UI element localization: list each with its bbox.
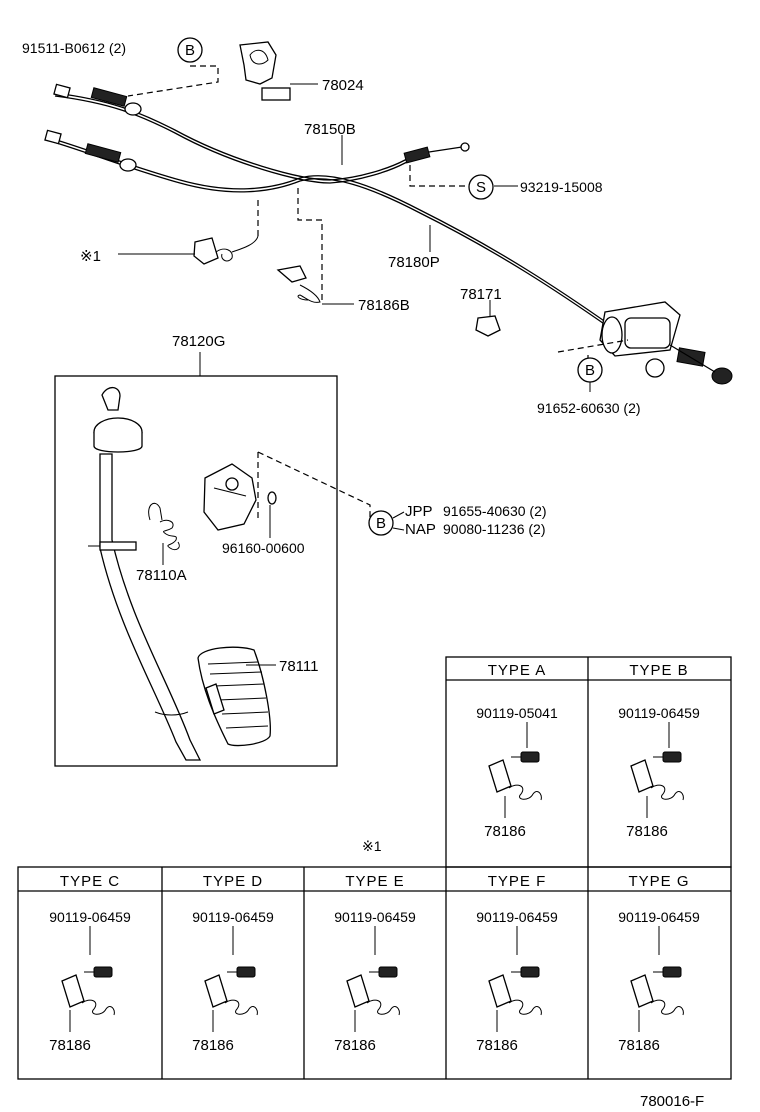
label-78150b: 78150B: [304, 121, 356, 138]
type-g-header: TYPE G: [628, 873, 689, 890]
type-g-sketch: [630, 966, 684, 1016]
label-78110a: 78110A: [136, 567, 187, 584]
type-e-sketch: [346, 966, 400, 1016]
label-90080: 90080-11236 (2): [443, 521, 545, 537]
type-a-header: TYPE A: [488, 662, 547, 679]
label-jpp: JPP: [405, 503, 433, 520]
callout-s-label: S: [476, 179, 486, 196]
cable-end-fitting: [44, 129, 62, 145]
type-a-spring-label: 78186: [484, 823, 526, 840]
cable-cylinder: [599, 301, 733, 385]
type-a-bolt-label: 90119-05041: [476, 705, 558, 721]
pedal-assembly: [88, 386, 277, 761]
label-78024: 78024: [322, 77, 364, 94]
cable-assembly: [44, 41, 733, 385]
callout-b-top-label: B: [185, 42, 195, 59]
type-table-top: TYPE A 90119-05041 78186 TYPE B 90119-06459 7…: [445, 656, 732, 868]
label-note1: ※1: [80, 248, 101, 265]
label-nap: NAP: [405, 521, 436, 538]
callout-s: [468, 174, 494, 200]
pedal-assembly-box: [54, 375, 338, 767]
callout-b-pedal-label: B: [376, 515, 386, 532]
label-78171: 78171: [460, 286, 502, 303]
type-d-header: TYPE D: [203, 873, 263, 890]
type-d-spring-label: 78186: [192, 1037, 234, 1054]
cable-end: [460, 142, 470, 152]
type-g-spring-label: 78186: [618, 1037, 660, 1054]
type-a-sketch: [488, 751, 542, 801]
callout-b-top: [177, 37, 203, 63]
type-b-header: TYPE B: [629, 662, 688, 679]
type-f-sketch: [488, 966, 542, 1016]
type-c-bolt-label: 90119-06459: [49, 909, 131, 925]
label-78120g: 78120G: [172, 333, 225, 350]
type-e-bolt-label: 90119-06459: [334, 909, 416, 925]
cable-boot: [119, 158, 137, 172]
type-e-header: TYPE E: [345, 873, 404, 890]
cable-end-fitting: [53, 83, 71, 99]
cable-adjuster: [403, 146, 431, 164]
cable-adjuster: [90, 87, 128, 107]
cable-adjuster: [84, 143, 122, 163]
callout-b-mid-label: B: [585, 362, 595, 379]
label-78186b: 78186B: [358, 297, 410, 314]
cable-boot: [124, 102, 142, 116]
type-g-bolt-label: 90119-06459: [618, 909, 700, 925]
label-93219: 93219-15008: [520, 179, 603, 195]
type-f-spring-label: 78186: [476, 1037, 518, 1054]
bracket-clip: [261, 87, 291, 101]
type-d-bolt-label: 90119-06459: [192, 909, 274, 925]
type-b-bolt-label: 90119-06459: [618, 705, 700, 721]
label-91655: 91655-40630 (2): [443, 503, 547, 519]
bracket-note1: [193, 237, 219, 265]
type-e-spring-label: 78186: [334, 1037, 376, 1054]
label-91511: 91511-B0612 (2): [22, 40, 126, 56]
label-78111: 78111: [279, 658, 319, 675]
grommet-96160: [267, 491, 277, 505]
type-b-sketch: [630, 751, 684, 801]
label-91652: 91652-60630 (2): [537, 400, 641, 416]
type-c-header: TYPE C: [60, 873, 120, 890]
label-78180p: 78180P: [388, 254, 440, 271]
bracket-78024: [239, 41, 291, 101]
type-f-bolt-label: 90119-06459: [476, 909, 558, 925]
type-b-spring-label: 78186: [626, 823, 668, 840]
type-c-sketch: [61, 966, 115, 1016]
bracket-78186b: [276, 265, 307, 283]
type-f-header: TYPE F: [488, 873, 547, 890]
label-96160: 96160-00600: [222, 540, 305, 556]
callout-b-pedal: [368, 510, 394, 536]
label-note-ref: ※1: [362, 838, 382, 854]
type-c-spring-label: 78186: [49, 1037, 91, 1054]
type-table-bottom: TYPE C 90119-06459 78186 TYPE D 90119-06459 7…: [17, 866, 732, 1080]
type-d-sketch: [204, 966, 258, 1016]
figure-code: 780016-F: [640, 1093, 704, 1110]
clip-78171: [475, 315, 501, 337]
